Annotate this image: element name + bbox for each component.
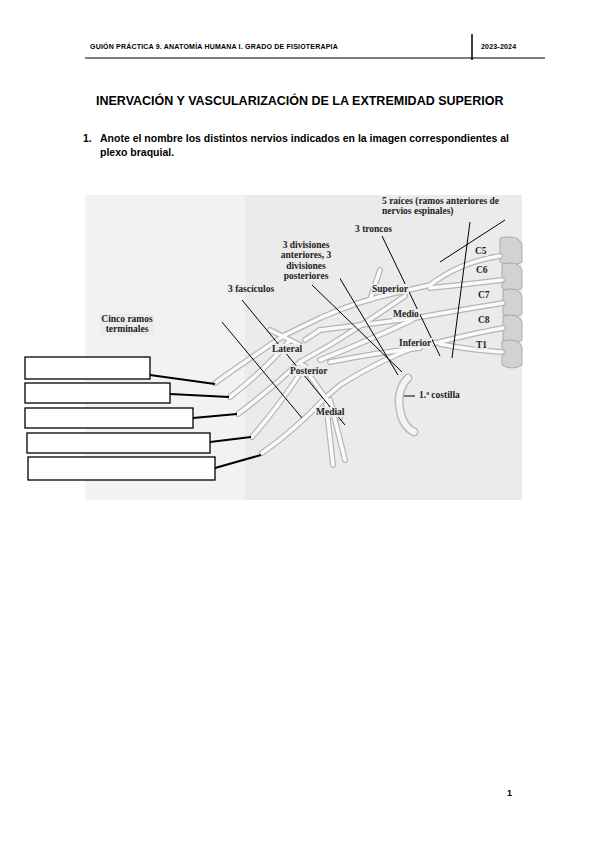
roots-label: 5 raíces (ramos anteriores de nervios es… xyxy=(381,196,518,217)
brachial-plexus xyxy=(215,256,503,465)
first-rib xyxy=(399,378,414,432)
root-name: C6 xyxy=(475,265,489,275)
answer-leaders xyxy=(150,375,261,468)
answer-boxes xyxy=(25,357,215,480)
question-number: 1. xyxy=(83,131,92,145)
root-name: T1 xyxy=(475,340,488,350)
illustration-ground xyxy=(85,195,522,500)
rib-label: 1.ª costilla xyxy=(418,390,461,400)
trunk-name: Inferior xyxy=(398,338,432,348)
illustration-fade xyxy=(85,195,245,500)
branches-label: Cinco ramos terminales xyxy=(100,314,154,335)
page-title: INERVACIÓN Y VASCULARIZACIÓN DE LA EXTRE… xyxy=(96,94,503,108)
root-name: C7 xyxy=(477,290,491,300)
cord-name: Posterior xyxy=(289,366,328,376)
header-separator xyxy=(471,34,473,60)
divisions-label: 3 divisiones anteriores, 3 divisiones po… xyxy=(272,240,340,282)
trunks-label: 3 troncos xyxy=(354,224,393,234)
leader-lines xyxy=(222,220,505,425)
trunk-name: Superior xyxy=(371,284,409,294)
header-text: GUIÓN PRÁCTICA 9. ANATOMÍA HUMANA I. GRA… xyxy=(90,43,338,51)
header-rule xyxy=(85,58,545,59)
trunk-name: Medio xyxy=(392,309,420,319)
page-number: 1 xyxy=(507,788,512,798)
root-name: C5 xyxy=(474,246,488,256)
root-name: C8 xyxy=(477,315,491,325)
cords-label: 3 fascículos xyxy=(227,284,275,294)
question-text: Anote el nombre los distintos nervios in… xyxy=(100,131,525,159)
cord-name: Lateral xyxy=(271,344,303,354)
first-rib-fill xyxy=(399,378,414,432)
cord-name: Medial xyxy=(315,407,346,417)
header-year: 2023-2024 xyxy=(481,43,516,51)
